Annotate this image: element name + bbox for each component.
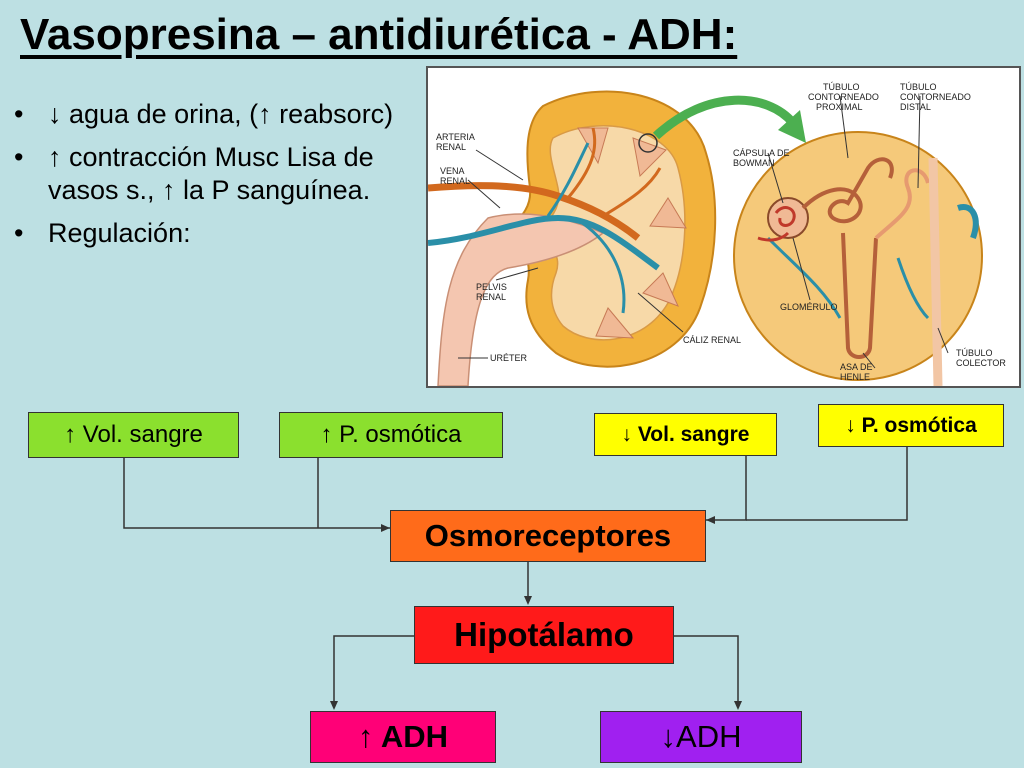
label-pelvis-renal: RENAL <box>476 292 506 302</box>
bullet-item: ↑ contracción Musc Lisa de vasos s., ↑ l… <box>14 141 419 207</box>
nephron-magnified-circle <box>733 131 983 381</box>
label-glomerulo: GLOMÉRULO <box>780 302 838 312</box>
label-tubulo-distal: TÚBULO <box>900 82 937 92</box>
label-ureter: URÉTER <box>490 353 528 363</box>
label-tubulo-distal: DISTAL <box>900 102 931 112</box>
connector-hipo-adh-up <box>333 635 414 703</box>
loop-of-henle <box>841 232 878 359</box>
box-p-osmotica-aumento: ↑ P. osmótica <box>279 412 503 458</box>
arrow-head <box>381 524 390 532</box>
bullet-item: Regulación: <box>14 217 419 250</box>
zoom-origin-circle <box>638 133 658 153</box>
renal-pyramid <box>649 197 687 229</box>
label-capsula-bowman: CÁPSULA DE <box>733 148 790 158</box>
afferent-arteriole <box>757 231 790 242</box>
label-capsula-bowman: BOWMAN <box>733 158 775 168</box>
collecting-duct <box>928 157 943 386</box>
connector-hipo-adh-down <box>674 635 739 703</box>
renal-vein-branch <box>546 142 590 217</box>
slide-title: Vasopresina – antidiurética - ADH: <box>20 10 738 59</box>
label-arteria-renal: RENAL <box>436 142 466 152</box>
renal-artery-branch <box>602 167 662 218</box>
label-tubulo-colector: TÚBULO <box>956 348 993 358</box>
label-caliz-renal: CÁLIZ RENAL <box>683 335 741 345</box>
label-tubulo-proximal: TÚBULO <box>823 82 860 92</box>
proximal-tubule <box>801 157 894 224</box>
label-vena-renal: VENA <box>440 166 465 176</box>
bullet-list: ↓ agua de orina, (↑ reabsorc) ↑ contracc… <box>14 98 419 260</box>
arrow-head <box>706 516 715 524</box>
arrow-head <box>734 701 742 710</box>
renal-pelvis <box>437 213 605 386</box>
label-asa-henle: HENLE <box>840 372 870 382</box>
bowman-capsule <box>767 197 809 239</box>
peritubular-vessel <box>766 236 930 320</box>
label-vena-renal: RENAL <box>440 176 470 186</box>
label-leaders <box>458 95 949 369</box>
box-vol-sangre-descenso: ↓ Vol. sangre <box>594 413 777 456</box>
arrow-head <box>524 596 532 605</box>
connector-vol-up <box>123 458 390 529</box>
glomerulus <box>774 206 796 227</box>
box-p-osmotica-descenso: ↓ P. osmótica <box>818 404 1004 447</box>
connector-vol-down <box>706 456 747 521</box>
label-tubulo-colector: COLECTOR <box>956 358 1006 368</box>
renal-vein-branch <box>577 218 626 314</box>
label-pelvis-renal: PELVIS <box>476 282 507 292</box>
renal-artery-branch <box>566 127 597 199</box>
zoom-arrow <box>652 95 797 140</box>
label-asa-henle: ASA DE <box>840 362 873 372</box>
box-adh-descenso: ↓ADH <box>600 711 802 763</box>
kidney-nephron-drawing: ARTERIA RENAL VENA RENAL PELVIS RENAL UR… <box>428 82 1006 386</box>
kidney-nephron-illustration: ARTERIA RENAL VENA RENAL PELVIS RENAL UR… <box>426 66 1021 388</box>
box-osmoreceptores: Osmoreceptores <box>390 510 706 562</box>
connector-posm-down <box>746 447 908 521</box>
label-tubulo-proximal: PROXIMAL <box>816 102 863 112</box>
renal-pyramid <box>642 272 679 307</box>
renal-pyramid <box>632 137 667 178</box>
box-hipotalamo: Hipotálamo <box>414 606 674 664</box>
zoom-arrow-head <box>778 110 806 143</box>
label-tubulo-distal: CONTORNEADO <box>900 92 971 102</box>
peritubular-vessel <box>957 204 979 239</box>
box-vol-sangre-aumento: ↑ Vol. sangre <box>28 412 239 458</box>
arrow-head <box>330 701 338 710</box>
renal-vein <box>428 214 660 271</box>
renal-pyramid <box>595 307 635 339</box>
label-arteria-renal: ARTERIA <box>436 132 475 142</box>
distal-tubule <box>874 168 930 240</box>
bullet-item: ↓ agua de orina, (↑ reabsorc) <box>14 98 419 131</box>
label-tubulo-proximal: CONTORNEADO <box>808 92 879 102</box>
renal-artery <box>428 182 641 241</box>
box-adh-aumento: ↑ ADH <box>310 711 496 763</box>
